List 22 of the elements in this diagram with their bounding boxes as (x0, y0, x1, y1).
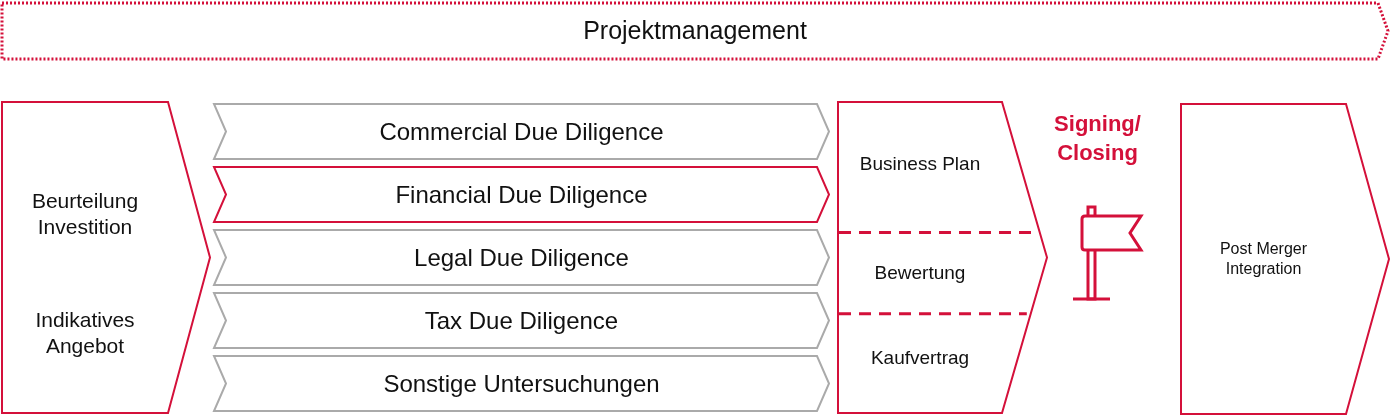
node-label: Projektmanagement (583, 15, 807, 47)
phase-chevron (1180, 103, 1390, 415)
node-label: Tax Due Diligence (424, 305, 619, 336)
node-label: Financial Due Diligence (395, 179, 648, 210)
node-label: Sonstige Untersuchungen (383, 368, 660, 399)
phase-chevron (837, 101, 1048, 414)
workstream-band (213, 355, 830, 412)
node-label: Bewertung (874, 261, 966, 285)
node-label: Indikatives Angebot (34, 306, 136, 359)
node-label: Legal Due Diligence (414, 242, 629, 273)
workstream-band (213, 103, 830, 160)
workstream-band (213, 292, 830, 349)
node-label: Commercial Due Diligence (379, 116, 664, 147)
node-label: Post Merger Integration (1218, 239, 1309, 279)
phase-chevron (1, 101, 211, 414)
node-label: Business Plan (859, 151, 981, 176)
node-label: Beurteilung Investition (30, 187, 140, 240)
node-label: Kaufvertrag (870, 345, 970, 370)
workstream-band (213, 229, 830, 286)
milestone-label: Signing/ Closing (1053, 110, 1142, 167)
process-band (1, 2, 1389, 60)
workstream-band (213, 166, 830, 223)
